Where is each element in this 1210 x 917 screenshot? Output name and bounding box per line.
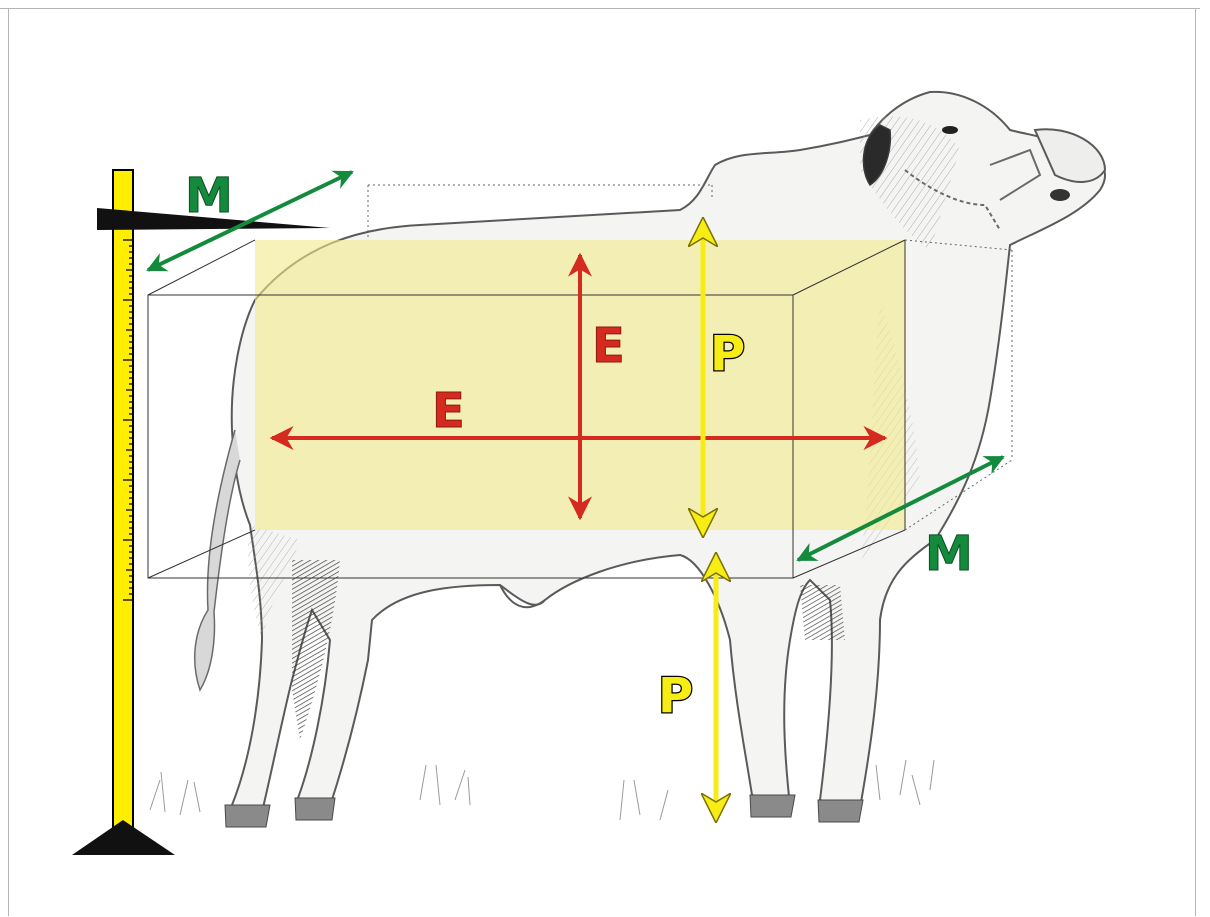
label-m-top: M xyxy=(185,168,233,224)
label-e-vertical: E xyxy=(592,318,625,374)
label-p-lower: P xyxy=(658,668,693,724)
triangle-base-icon xyxy=(72,820,175,855)
cow-tail xyxy=(195,430,240,690)
label-e-horizontal: E xyxy=(432,383,465,439)
label-m-bottom: M xyxy=(925,526,973,582)
label-p-upper: P xyxy=(710,326,745,382)
